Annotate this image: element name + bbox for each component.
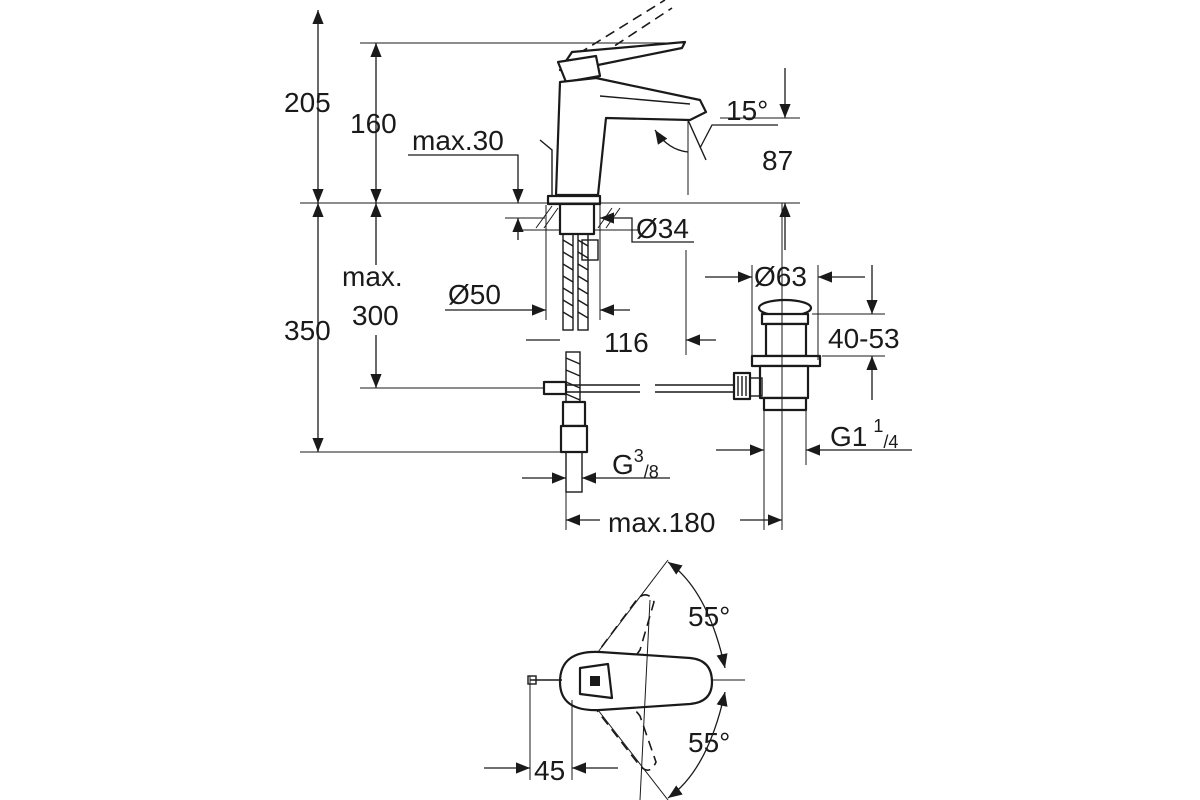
- label-d50: Ø50: [448, 279, 501, 310]
- label-40-53: 40-53: [828, 323, 900, 354]
- shank-and-hoses: [558, 202, 599, 493]
- mount-nut: [581, 239, 599, 261]
- drain-flange: [760, 312, 810, 326]
- faucet-side-view: [539, 0, 708, 206]
- popup-linkage: [542, 380, 735, 396]
- label-g38: G3/8: [612, 446, 659, 482]
- drain-threaded-body: [764, 322, 808, 358]
- dimensions: [300, 9, 912, 530]
- hose-lower-braiding: [565, 357, 581, 401]
- label-max30: max.30: [412, 125, 504, 156]
- drain-locknut: [750, 354, 822, 368]
- popup-knob-top: [527, 675, 537, 685]
- label-205: 205: [284, 87, 331, 118]
- spout-inner: [599, 95, 691, 105]
- supply-connector: [561, 400, 587, 428]
- label-max180: max.180: [608, 507, 715, 538]
- drain-tailpiece: [762, 396, 808, 412]
- hose-braiding: [562, 239, 589, 319]
- label-55-degrees-top: 55°: [688, 601, 730, 632]
- lever-base: [556, 54, 602, 84]
- drain-body: [758, 364, 810, 400]
- indicator-dot: [590, 676, 600, 686]
- label-45: 45: [534, 755, 565, 786]
- label-15-degrees: 15°: [726, 95, 768, 126]
- drain-fitting: [732, 298, 822, 412]
- label-350: 350: [284, 315, 331, 346]
- faucet-body: [554, 76, 708, 197]
- label-d63: Ø63: [754, 261, 807, 292]
- threaded-shank: [558, 202, 596, 236]
- label-116: 116: [604, 327, 649, 358]
- label-max: max.: [342, 261, 403, 292]
- label-160: 160: [350, 108, 397, 139]
- supply-tail: [565, 451, 583, 493]
- clevis: [542, 380, 568, 396]
- label-d34: Ø34: [636, 213, 689, 244]
- pivot-housing: [749, 377, 763, 397]
- supply-nut: [559, 424, 589, 454]
- label-300: 300: [352, 300, 399, 331]
- label-87: 87: [762, 145, 793, 176]
- popup-rod: [539, 139, 553, 196]
- label-55-degrees-bottom: 55°: [688, 727, 730, 758]
- faucet-top-view: [484, 559, 745, 800]
- dimension-labels: 205 160 max.30 15° 87 Ø34 Ø63 max. 300 Ø…: [284, 87, 900, 786]
